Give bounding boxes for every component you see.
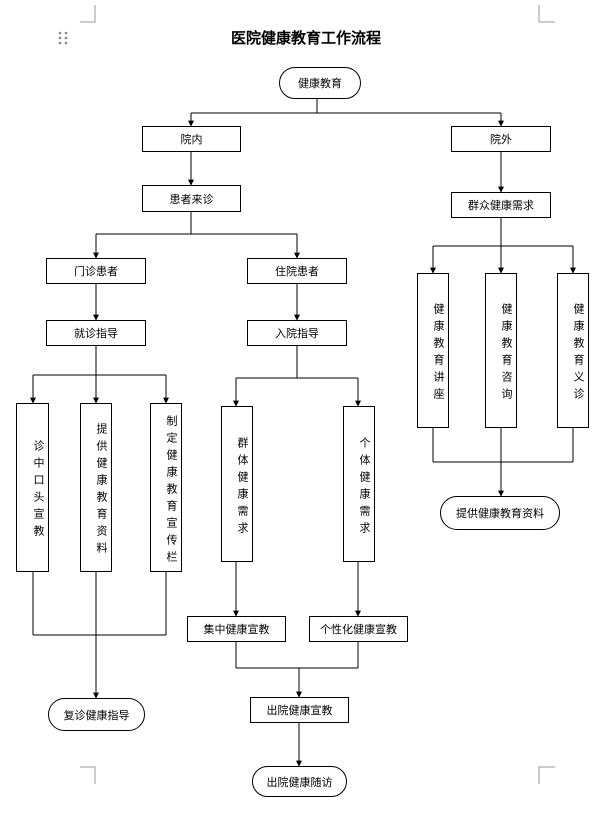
node-discharge-education: 出院健康宣教 <box>250 697 349 723</box>
node-inside-hospital: 院内 <box>142 126 241 152</box>
node-outside-hospital: 院外 <box>451 126 551 152</box>
node-lecture: 健康教育讲座 <box>417 273 449 428</box>
node-group-needs: 群体健康需求 <box>221 406 253 562</box>
node-oral-education: 诊中口头宣教 <box>16 403 49 572</box>
node-outpatient: 门诊患者 <box>46 258 146 284</box>
node-bulletin-board: 制定健康教育宣传栏 <box>150 403 182 572</box>
node-health-education: 健康教育 <box>279 67 361 99</box>
node-outside-materials: 提供健康教育资料 <box>440 496 560 530</box>
node-visit-guidance: 就诊指导 <box>46 320 146 346</box>
node-patient-visit: 患者来诊 <box>142 185 241 212</box>
node-individual-needs: 个体健康需求 <box>343 406 375 562</box>
node-followup-guidance: 复诊健康指导 <box>48 698 145 731</box>
node-free-clinic: 健康教育义诊 <box>557 273 589 428</box>
node-admission-guidance: 入院指导 <box>247 320 347 346</box>
node-public-needs: 群众健康需求 <box>451 192 551 218</box>
node-provide-materials: 提供健康教育资料 <box>80 403 112 572</box>
drag-handle-icon <box>58 31 68 45</box>
node-personal-education: 个性化健康宣教 <box>309 616 408 642</box>
page-title: 医院健康教育工作流程 <box>230 29 381 47</box>
node-inpatient: 住院患者 <box>247 258 347 284</box>
node-discharge-followup: 出院健康随访 <box>252 766 347 797</box>
node-collective-education: 集中健康宣教 <box>187 616 286 642</box>
node-consultation: 健康教育咨询 <box>485 273 517 428</box>
